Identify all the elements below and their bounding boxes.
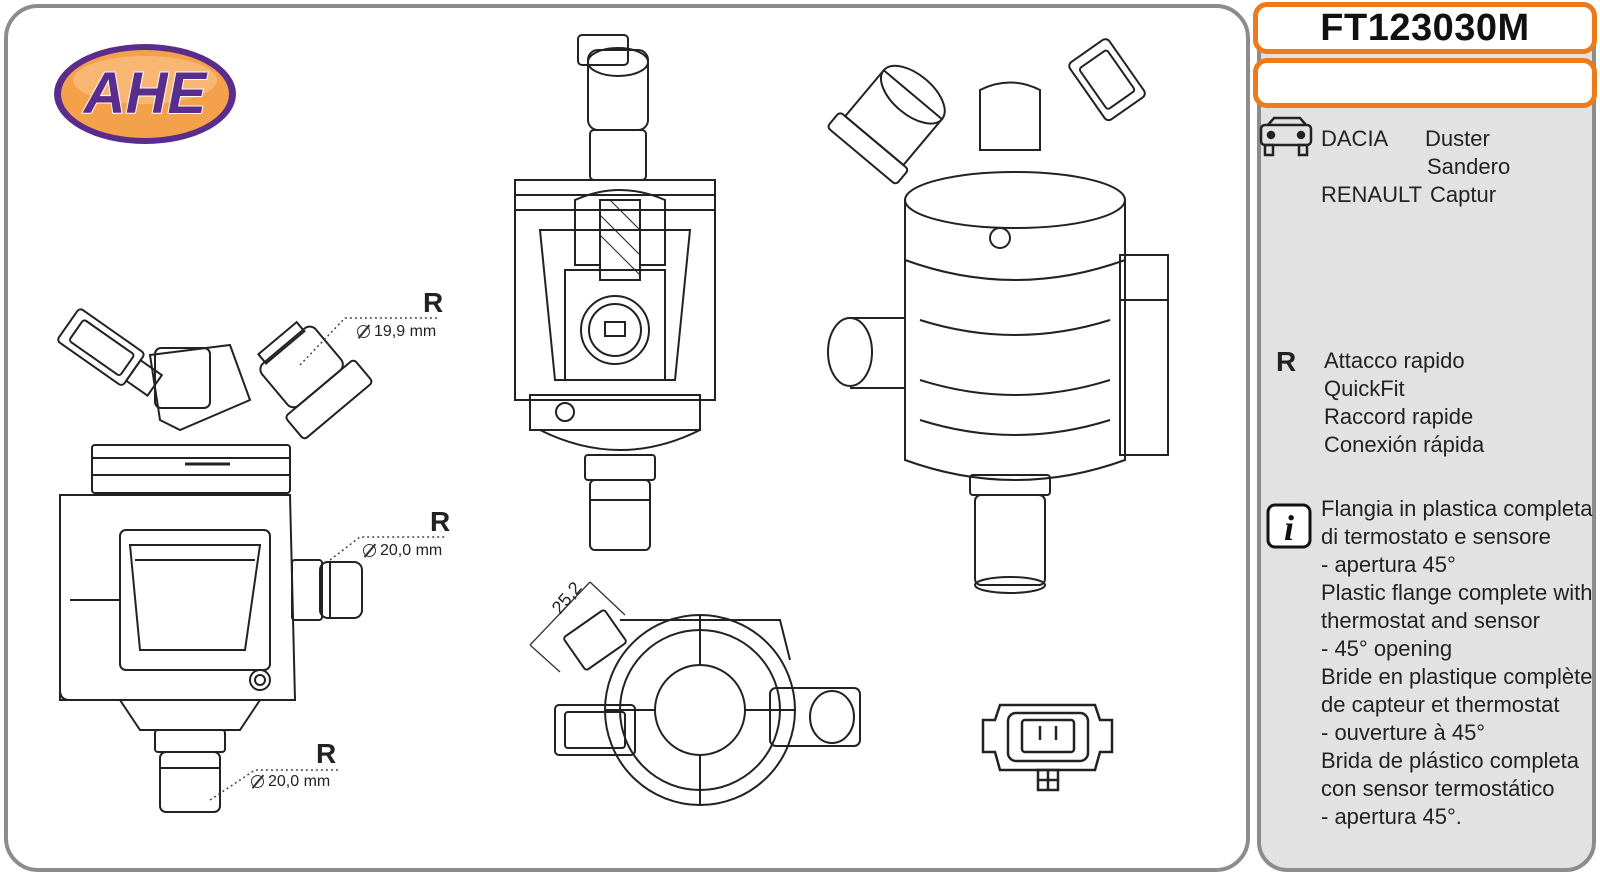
connection-label: Raccord rapide [1324, 404, 1474, 429]
car-icon [1259, 116, 1313, 157]
info-icon-letter: i [1284, 508, 1294, 548]
application-model: Duster [1425, 126, 1490, 151]
connection-symbol: R [1276, 346, 1297, 377]
info-line: - apertura 45° [1321, 552, 1456, 577]
dimension-value: 20,0 mm [363, 542, 442, 560]
info-panel [1257, 4, 1596, 872]
info-line: di termostato e sensore [1321, 524, 1551, 549]
dimension-symbol: R [316, 738, 337, 769]
dimension-value: 19,9 mm [357, 323, 436, 341]
application-make: DACIA [1321, 126, 1389, 151]
diameter-icon [357, 325, 370, 338]
connector-face-drawing [981, 703, 1114, 792]
dimension-symbol: R [430, 506, 451, 537]
dimension-leaders [209, 317, 445, 801]
application-make: RENAULT [1321, 182, 1423, 207]
isometric-view-drawing [827, 38, 1169, 594]
side-view-drawing [57, 308, 373, 813]
connection-label: QuickFit [1324, 376, 1405, 401]
info-line: - 45° opening [1321, 636, 1453, 661]
diameter-icon [251, 775, 264, 788]
info-line: thermostat and sensor [1321, 608, 1540, 633]
drawing-panel [4, 4, 1250, 872]
dimension-symbol: R [423, 287, 444, 318]
product-subtitle-box [1253, 58, 1597, 108]
dimension-value: 20,0 mm [251, 773, 330, 791]
connection-label: Conexión rápida [1324, 432, 1485, 457]
logo-text: AHE [82, 61, 209, 126]
info-icon: i [1266, 503, 1312, 549]
application-model: Sandero [1427, 154, 1511, 179]
angle-dimension-value: 25,2 [548, 578, 586, 618]
info-line: Bride en plastique complète [1321, 664, 1593, 689]
front-view-drawing [514, 34, 716, 551]
info-line: - apertura 45°. [1321, 804, 1462, 829]
info-line: de capteur et thermostat [1321, 692, 1560, 717]
info-line: Brida de plástico completa [1321, 748, 1580, 773]
info-line: Plastic flange complete with [1321, 580, 1593, 605]
bottom-view-drawing [554, 609, 861, 806]
info-line: con sensor termostático [1321, 776, 1555, 801]
product-code: FT123030M [1253, 2, 1597, 54]
info-line: Flangia in plastica completa [1321, 496, 1593, 521]
application-model: Captur [1430, 182, 1497, 207]
info-line: - ouverture à 45° [1321, 720, 1486, 745]
connection-label: Attacco rapido [1324, 348, 1465, 373]
ahe-logo: AHE [54, 44, 236, 144]
angle-dimension [529, 581, 626, 673]
diameter-icon [363, 544, 376, 557]
